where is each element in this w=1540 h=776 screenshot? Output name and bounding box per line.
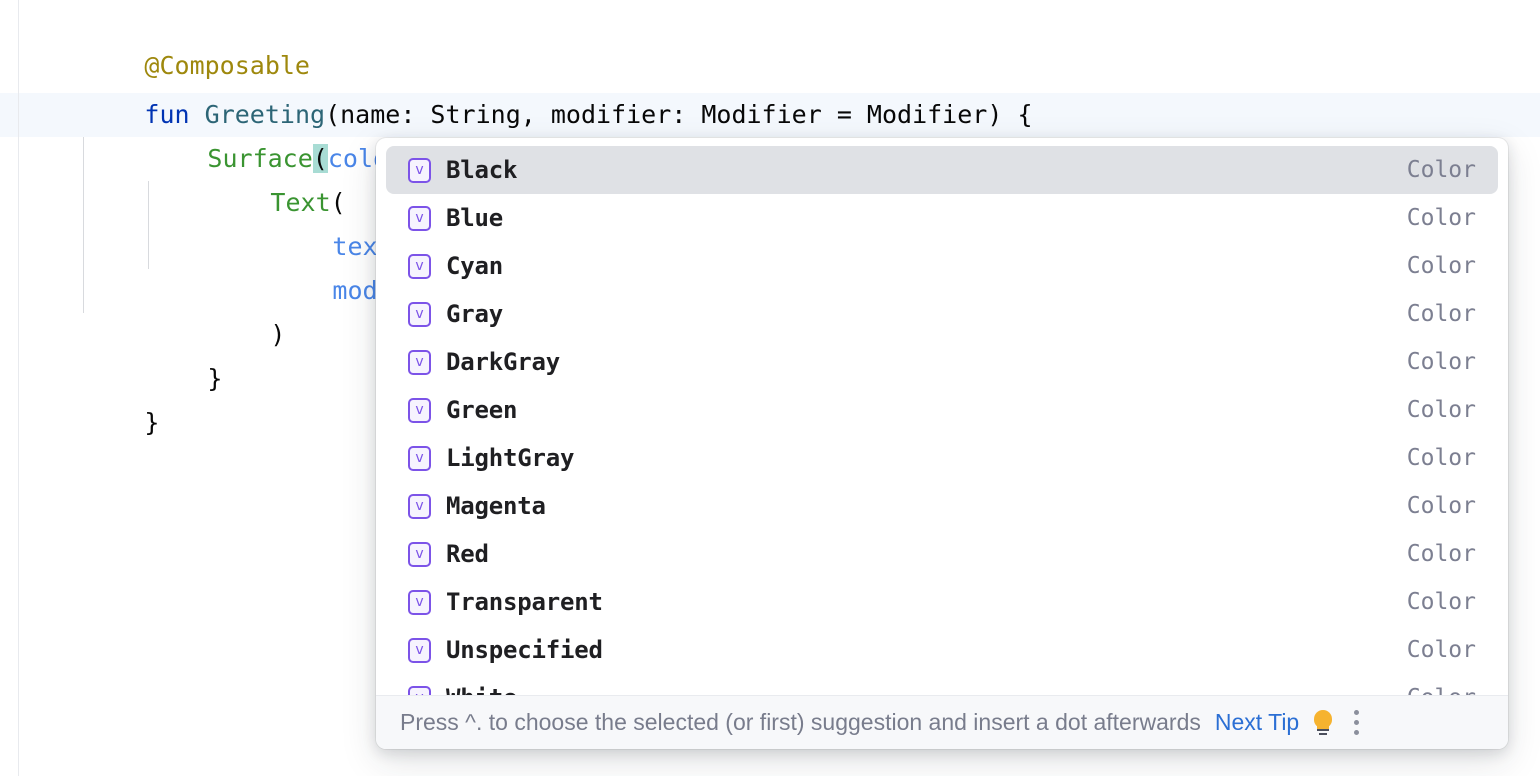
- token-close-brace-inner: }: [207, 364, 223, 393]
- completion-item[interactable]: v WhiteColor: [386, 674, 1498, 695]
- code-line-1: @Composable: [0, 0, 1540, 80]
- code-line-3: Surface(color = Color.) {: [0, 93, 1540, 179]
- completion-item-type: Color: [1406, 589, 1476, 615]
- completion-item-type: Color: [1406, 445, 1476, 471]
- completion-item-type: Color: [1406, 541, 1476, 567]
- completion-item[interactable]: v Transparent Color: [386, 578, 1498, 626]
- completion-item-type: Color: [1406, 637, 1476, 663]
- completion-item[interactable]: v Black Color: [386, 146, 1498, 194]
- token-close-brace-outer: }: [144, 408, 160, 437]
- val-property-icon: v: [408, 157, 431, 183]
- completion-tip-bar: Press ^. to choose the selected (or firs…: [376, 695, 1508, 749]
- token-function-name: Greeting: [204, 100, 326, 129]
- completion-item-label: Gray: [446, 300, 503, 328]
- token-keyword-fun: fun: [144, 100, 190, 129]
- completion-item-label: Unspecified: [446, 636, 603, 664]
- completion-item[interactable]: v Cyan Color: [386, 242, 1498, 290]
- completion-item-label: Blue: [446, 204, 503, 232]
- completion-item-type: Color: [1406, 397, 1476, 423]
- completion-item-label: Black: [446, 156, 518, 184]
- completion-item[interactable]: v Gray Color: [386, 290, 1498, 338]
- completion-item[interactable]: v Magenta Color: [386, 482, 1498, 530]
- completion-item-type: Color: [1406, 301, 1476, 327]
- completion-item-type: Color: [1406, 349, 1476, 375]
- token-signature-params: name: String, modifier: Modifier = Modif…: [340, 100, 988, 129]
- completion-item-type: Color: [1406, 253, 1476, 279]
- completion-item-label: LightGray: [446, 444, 575, 472]
- code-line-4: Text(: [0, 137, 1540, 217]
- token-paren-open: (: [325, 100, 341, 129]
- token-call-text: Text: [270, 188, 331, 217]
- code-line-9: }: [0, 357, 1540, 437]
- indent-guide: [83, 137, 84, 313]
- code-line-8: }: [0, 313, 1540, 393]
- val-property-icon: v: [408, 541, 431, 567]
- val-property-icon: v: [408, 493, 431, 519]
- token-close-paren: ): [270, 320, 286, 349]
- val-property-icon: v: [408, 637, 431, 663]
- completion-item-label: Magenta: [446, 492, 546, 520]
- val-property-icon: v: [408, 349, 431, 375]
- code-line-2: fun Greeting(name: String, modifier: Mod…: [0, 49, 1540, 129]
- val-property-icon: v: [408, 685, 431, 695]
- completion-item[interactable]: v Red Color: [386, 530, 1498, 578]
- token-bracket-open-highlight: (: [312, 144, 328, 173]
- gutter-separator: [18, 0, 19, 776]
- completion-item-label: Green: [446, 396, 518, 424]
- completion-item-type: Color: [1406, 157, 1476, 183]
- completion-item-label: White: [446, 684, 1407, 695]
- token-signature-close: ) {: [987, 100, 1033, 129]
- completion-item[interactable]: v Blue Color: [386, 194, 1498, 242]
- next-tip-link[interactable]: Next Tip: [1214, 709, 1300, 735]
- val-property-icon: v: [408, 397, 431, 423]
- token-annotation: @Composable: [144, 51, 310, 80]
- completion-item-label: DarkGray: [446, 348, 560, 376]
- completion-item-type: Color: [1406, 493, 1476, 519]
- val-property-icon: v: [408, 301, 431, 327]
- token-call-surface: Surface: [207, 144, 313, 173]
- tip-text: Press ^. to choose the selected (or firs…: [400, 709, 1201, 735]
- val-property-icon: v: [408, 589, 431, 615]
- code-line-7: ): [0, 269, 1540, 349]
- val-property-icon: v: [408, 253, 431, 279]
- lightbulb-icon: [1311, 709, 1335, 736]
- kebab-menu-icon[interactable]: [1353, 710, 1359, 736]
- token-text-paren: (: [330, 188, 346, 217]
- completion-item[interactable]: v LightGray Color: [386, 434, 1498, 482]
- completion-item[interactable]: v Unspecified Color: [386, 626, 1498, 674]
- completion-item-label: Cyan: [446, 252, 503, 280]
- completion-item-type: Color: [1407, 685, 1498, 695]
- completion-item-label: Transparent: [446, 588, 603, 616]
- completion-item[interactable]: v DarkGray Color: [386, 338, 1498, 386]
- completion-item-label: Red: [446, 540, 489, 568]
- indent-guide: [148, 181, 149, 269]
- completion-item-type: Color: [1406, 205, 1476, 231]
- completion-item[interactable]: v Green Color: [386, 386, 1498, 434]
- current-line-highlight: [0, 93, 1540, 137]
- val-property-icon: v: [408, 445, 431, 471]
- val-property-icon: v: [408, 205, 431, 231]
